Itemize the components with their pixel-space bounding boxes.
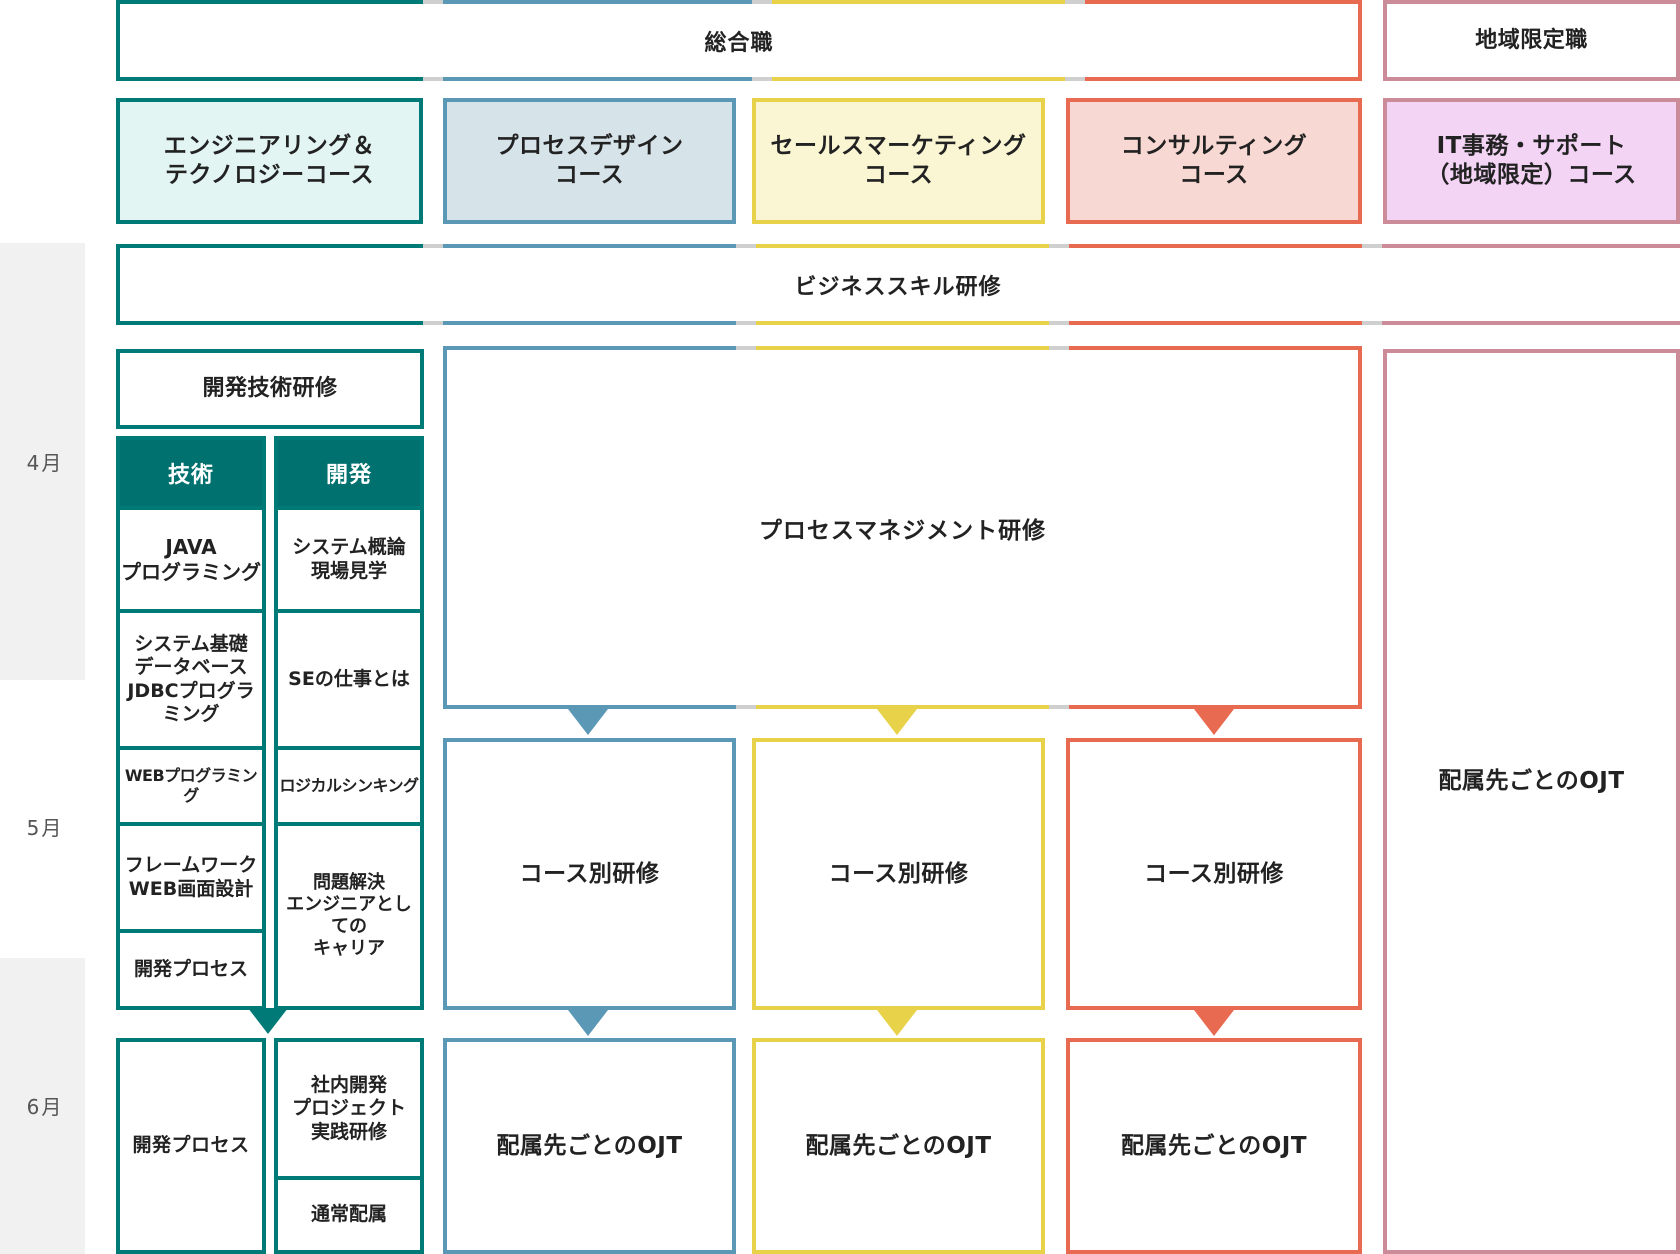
business-skill-label: ビジネススキル研修 xyxy=(794,274,1002,300)
regional-category-banner: 地域限定職 xyxy=(1383,0,1680,81)
process-management-label: プロセスマネジメント研修 xyxy=(758,517,1047,544)
regional-category-label: 地域限定職 xyxy=(1475,27,1588,53)
tech-column-header: 技術 xyxy=(120,440,262,506)
month-label-may: 5月 xyxy=(26,816,64,840)
ojt-red: 配属先ごとのOJT xyxy=(1066,1038,1362,1254)
june-regular-assignment: 通常配属 xyxy=(278,1180,420,1250)
tech-item: WEBプログラミング xyxy=(120,750,262,822)
ojt-blue: 配属先ごとのOJT xyxy=(443,1038,736,1254)
month-label-april: 4月 xyxy=(26,451,64,475)
dev-training-box: 開発技術研修 xyxy=(116,349,424,429)
course-sales-marketing: セールスマーケティング コース xyxy=(752,98,1045,224)
month-band-april xyxy=(0,243,85,680)
tech-item: 開発プロセス xyxy=(120,933,262,1006)
course-training-red: コース別研修 xyxy=(1066,738,1362,1010)
dev-item: ロジカルシンキング xyxy=(278,750,420,822)
course-process-design: プロセスデザイン コース xyxy=(443,98,736,224)
ojt-yellow: 配属先ごとのOJT xyxy=(752,1038,1045,1254)
business-skill-banner: ビジネススキル研修 xyxy=(116,244,1680,325)
month-label-june: 6月 xyxy=(26,1095,64,1119)
dev-item: システム概論 現場見学 xyxy=(278,510,420,609)
dev-item: 問題解決 エンジニアとしての キャリア xyxy=(278,826,420,1006)
tech-item: システム基礎 データベース JDBCプログラミング xyxy=(120,613,262,746)
tech-item: JAVA プログラミング xyxy=(120,510,262,609)
dev-item: SEの仕事とは xyxy=(278,613,420,746)
course-consulting: コンサルティング コース xyxy=(1066,98,1362,224)
general-category-label: 総合職 xyxy=(704,30,774,56)
yellow-down-arrow xyxy=(877,1010,917,1036)
process-management-box: プロセスマネジメント研修 xyxy=(443,346,1362,709)
course-it-support: IT事務・サポート （地域限定）コース xyxy=(1383,98,1680,224)
teal-down-arrow xyxy=(248,1008,288,1034)
general-category-banner: 総合職 xyxy=(116,0,1362,81)
june-project-training: 社内開発 プロジェクト 実践研修 xyxy=(278,1042,420,1176)
yellow-down-arrow xyxy=(877,709,917,735)
red-down-arrow xyxy=(1194,1010,1234,1036)
ojt-regional: 配属先ごとのOJT xyxy=(1383,349,1680,1254)
month-band-june xyxy=(0,958,85,1254)
june-dev-process-box: 開発プロセス xyxy=(116,1038,266,1254)
blue-down-arrow xyxy=(568,1010,608,1036)
dev-column-header: 開発 xyxy=(278,440,420,506)
red-down-arrow xyxy=(1194,709,1234,735)
course-engineering: エンジニアリング＆ テクノロジーコース xyxy=(116,98,423,224)
course-training-yellow: コース別研修 xyxy=(752,738,1045,1010)
tech-item: フレームワーク WEB画面設計 xyxy=(120,826,262,929)
blue-down-arrow xyxy=(568,709,608,735)
course-training-blue: コース別研修 xyxy=(443,738,736,1010)
